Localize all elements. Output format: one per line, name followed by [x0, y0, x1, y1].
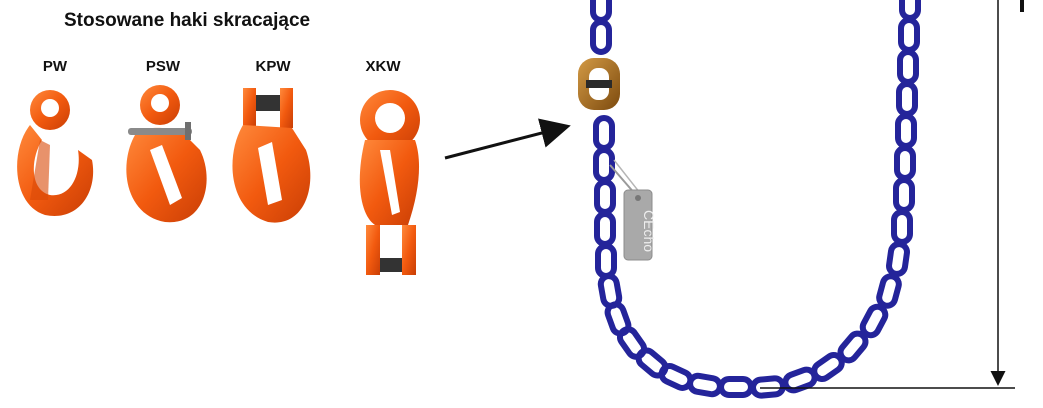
hook-label-xkw: XKW	[365, 58, 401, 75]
hook-label-kpw: KPW	[255, 58, 291, 75]
dimension-marker	[760, 0, 1024, 389]
page-title: Stosowane haki skracające	[64, 10, 311, 31]
tag-text: CEcho	[641, 210, 657, 252]
connector-link-icon	[578, 58, 620, 110]
certification-tag: CEcho	[609, 159, 657, 261]
eye-grab-hook-with-safety-pin-icon	[126, 85, 207, 223]
shortening-hook-with-clevis-icon	[359, 90, 420, 275]
hook-label-pw: PW	[42, 58, 68, 75]
chain	[578, 0, 921, 399]
hook-label-psw: PSW	[145, 58, 181, 75]
clevis-grab-hook-icon	[232, 88, 311, 223]
pointer-arrow	[444, 118, 571, 160]
eye-grab-hook-icon	[17, 90, 94, 216]
